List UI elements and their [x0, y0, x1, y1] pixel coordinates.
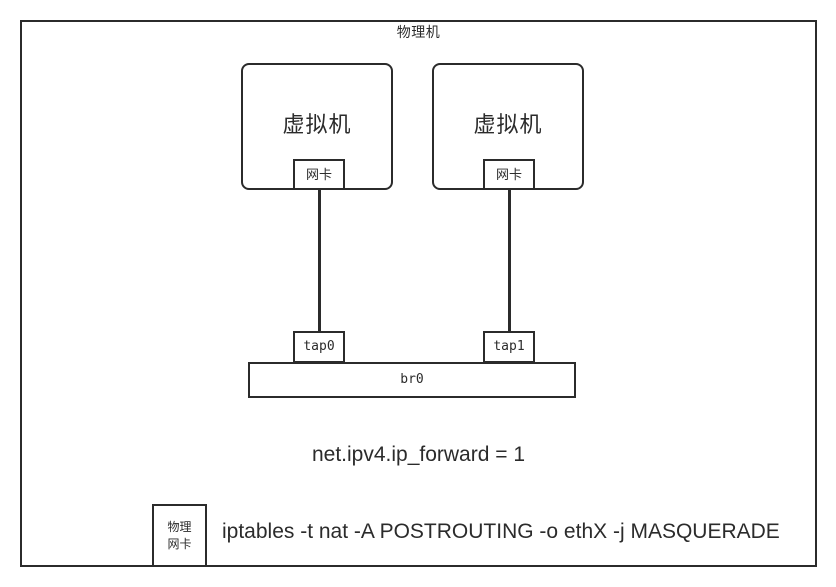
physical-machine-frame: [20, 20, 817, 567]
bridge-box-br0: br0: [248, 362, 576, 398]
sysctl-ip-forward-text: net.ipv4.ip_forward = 1: [311, 443, 526, 466]
physical-nic-label-line2: 网卡: [167, 536, 192, 551]
virtual-machine-label-1: 虚拟机: [282, 112, 352, 137]
connector-line-vm2-tap1: [508, 190, 511, 331]
iptables-command-text: iptables -t nat -A POSTROUTING -o ethX -…: [222, 520, 780, 543]
tap-device-box-tap0: tap0: [293, 331, 345, 363]
physical-machine-label: 物理机: [396, 24, 441, 40]
physical-nic-box: 物理 网卡: [152, 504, 207, 567]
vm-nic-box-1: 网卡: [293, 159, 345, 190]
physical-nic-label-line1: 物理: [167, 519, 192, 534]
tap-device-box-tap1: tap1: [483, 331, 535, 363]
vm-nic-box-2: 网卡: [483, 159, 535, 190]
connector-line-vm1-tap0: [318, 190, 321, 331]
virtual-machine-label-2: 虚拟机: [473, 112, 543, 137]
